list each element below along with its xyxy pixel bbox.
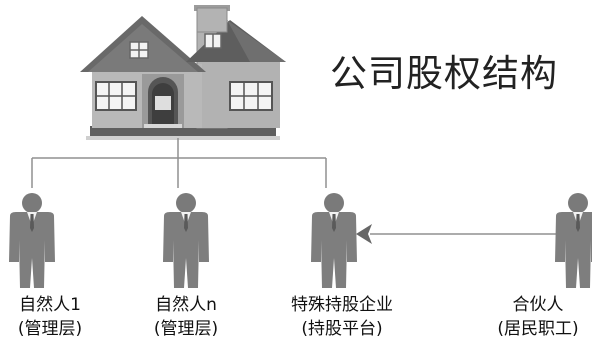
node-name: 自然人n	[155, 295, 217, 315]
node-caption-natural-person-1: 自然人1 (管理层)	[0, 293, 130, 341]
node-role: (居民职工)	[497, 319, 579, 339]
person-icon	[9, 193, 55, 288]
node-name: 特殊持股企业	[291, 295, 393, 315]
node-name: 合伙人	[512, 295, 564, 315]
person-icon	[311, 193, 357, 288]
connector-lines	[31, 138, 556, 235]
node-role: (管理层)	[153, 319, 219, 339]
node-role: (持股平台)	[301, 319, 383, 339]
diagram-title: 公司股权结构	[330, 52, 558, 95]
person-icon	[163, 193, 209, 288]
node-name: 自然人1	[19, 295, 81, 315]
arrowhead-icon	[356, 224, 372, 244]
node-caption-special-holding-entity: 特殊持股企业 (持股平台)	[262, 293, 422, 341]
node-caption-natural-person-n: 自然人n (管理层)	[106, 293, 266, 341]
node-role: (管理层)	[17, 319, 83, 339]
company-house-icon	[80, 5, 286, 140]
node-caption-partner: 合伙人 (居民职工)	[458, 293, 592, 341]
person-icon	[555, 193, 592, 288]
